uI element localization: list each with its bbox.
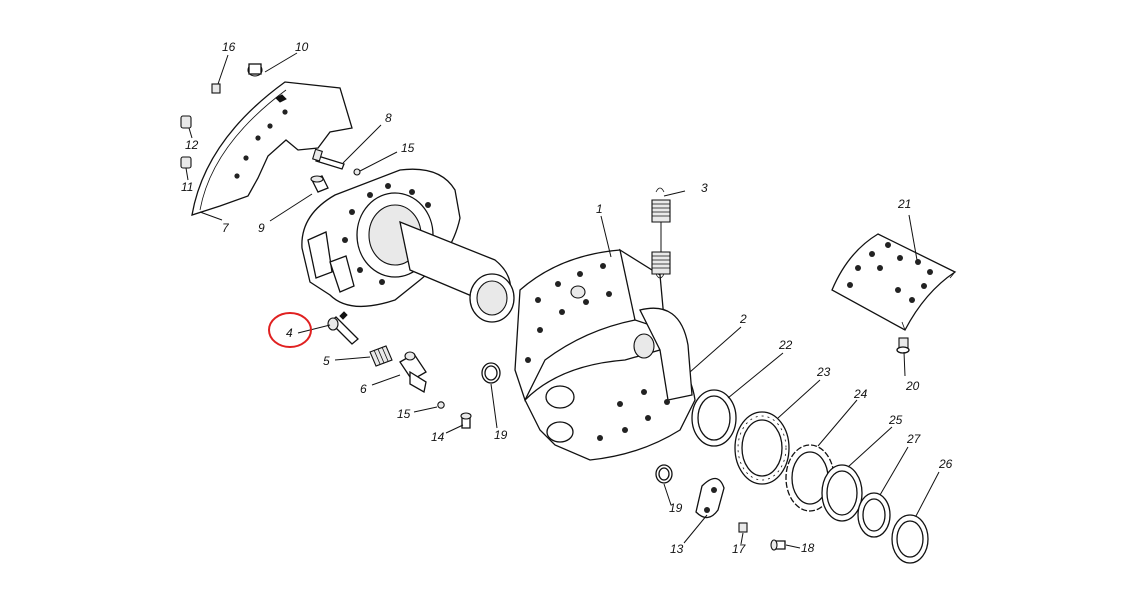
brake-shoe-lower [524, 307, 696, 461]
part-13-link-plate [695, 477, 725, 519]
part-22-snap-ring [691, 389, 737, 447]
label-17: 17 [732, 542, 747, 556]
part-23-plate [734, 411, 790, 485]
part-5-splined-sleeve [369, 345, 393, 367]
label-12: 12 [185, 138, 199, 152]
part-16-nut [211, 83, 221, 94]
part-6-cam-bracket [399, 351, 427, 394]
label-19-upper: 19 [494, 428, 508, 442]
label-15-top: 15 [401, 141, 415, 155]
label-16: 16 [222, 40, 236, 54]
label-26: 26 [938, 457, 953, 471]
part-9-bushing [310, 175, 329, 193]
part-27-ring [857, 492, 891, 538]
label-3: 3 [701, 181, 708, 195]
part-3-return-spring [651, 187, 671, 279]
leader-lines [185, 52, 940, 549]
label-24: 24 [853, 387, 868, 401]
part-4-pin [327, 311, 359, 345]
part-10-plug [247, 63, 263, 77]
label-8: 8 [385, 111, 392, 125]
label-14: 14 [431, 430, 445, 444]
label-1: 1 [596, 202, 603, 216]
label-21: 21 [897, 197, 911, 211]
part-14-bolt [460, 412, 472, 429]
label-18: 18 [801, 541, 815, 555]
label-6: 6 [360, 382, 367, 396]
label-23: 23 [816, 365, 831, 379]
part-15-nut-lower [437, 401, 445, 409]
part-18-bolt [770, 539, 786, 551]
label-10: 10 [295, 40, 309, 54]
part-7-dust-shield [191, 81, 353, 216]
part-19-o-ring-lower [655, 464, 673, 484]
highlight-circle-part-4 [268, 312, 312, 348]
label-27: 27 [906, 432, 922, 446]
label-22: 22 [778, 338, 793, 352]
part-21-brake-lining [831, 233, 957, 331]
label-5: 5 [323, 354, 330, 368]
callout-labels: 16 10 12 11 8 15 9 7 3 1 2 21 20 22 23 2… [181, 40, 953, 556]
label-13: 13 [670, 542, 684, 556]
label-4: 4 [286, 326, 293, 340]
brake-spider-and-axle-tube [301, 168, 515, 323]
part-24-lock-washer [785, 444, 835, 512]
part-15-nut-top [353, 168, 361, 176]
label-25: 25 [888, 413, 903, 427]
part-11-nut [180, 156, 192, 169]
part-12-nut [180, 115, 192, 129]
part-20-rivet [896, 337, 910, 354]
label-19-lower: 19 [669, 501, 683, 515]
label-20: 20 [905, 379, 920, 393]
part-19-o-ring-upper [481, 362, 501, 384]
part-25-ring [821, 464, 863, 522]
label-7: 7 [222, 221, 230, 235]
part-26-seal [891, 514, 929, 564]
part-17-nut [738, 522, 748, 533]
label-15-lower: 15 [397, 407, 411, 421]
label-2: 2 [739, 312, 747, 326]
part-8-bolt [311, 148, 345, 170]
label-9: 9 [258, 221, 265, 235]
label-11: 11 [181, 180, 193, 194]
